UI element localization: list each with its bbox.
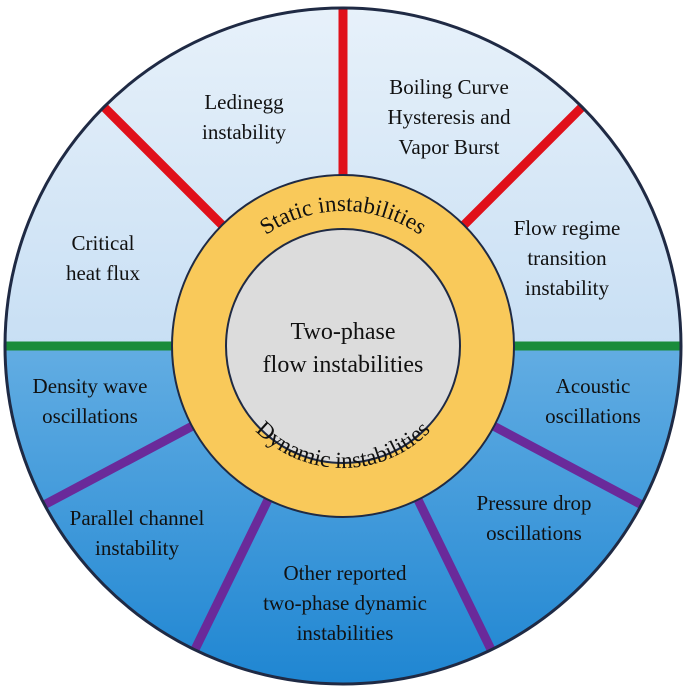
dynamic-segment-3-line-3: instabilities (297, 621, 394, 645)
segment-labels: Critical heat flux Ledinegg instability Boil… (33, 75, 641, 645)
center-title-line-2: flow instabilities (263, 352, 424, 378)
center-title-line-1: Two-phase (291, 319, 396, 345)
dynamic-segment-3-line-2: two-phase dynamic (263, 591, 427, 615)
static-segment-4-line-2: transition (527, 246, 607, 270)
static-segment-2-line-1: Ledinegg (204, 90, 284, 114)
dynamic-divider-1 (42, 422, 195, 509)
static-segment-3-line-3: Vapor Burst (399, 135, 500, 159)
static-divider-3 (460, 103, 586, 229)
static-segment-3-line-2: Hysteresis and (387, 105, 511, 129)
dynamic-segment-4-line-1: Pressure drop (477, 491, 592, 515)
dynamic-segment-3-line-1: Other reported (283, 561, 407, 585)
static-divider-1 (100, 103, 226, 229)
dynamic-divider-4 (491, 422, 644, 509)
static-segment-1-line-2: heat flux (66, 261, 141, 285)
static-segment-4-line-1: Flow regime (514, 216, 621, 240)
center-circle (225, 228, 461, 464)
static-segment-2-line-2: instability (202, 120, 287, 144)
outer-outline (3, 6, 683, 686)
static-segment-3-line-1: Boiling Curve (389, 75, 509, 99)
dynamic-divider-2 (190, 497, 273, 652)
static-segment-4-line-3: instability (525, 276, 610, 300)
dynamic-segment-5-line-1: Acoustic (556, 374, 631, 398)
dynamic-segment-1-line-1: Density wave (33, 374, 148, 398)
dynamic-segment-2-line-1: Parallel channel (70, 506, 205, 530)
dynamic-segment-2-line-2: instability (95, 536, 180, 560)
dynamic-segment-5-line-2: oscillations (545, 404, 641, 428)
dynamic-segment-4-line-2: oscillations (486, 521, 582, 545)
dynamic-segment-1-line-2: oscillations (42, 404, 138, 428)
static-segment-1-line-1: Critical (72, 231, 135, 255)
dynamic-divider-3 (413, 497, 496, 652)
